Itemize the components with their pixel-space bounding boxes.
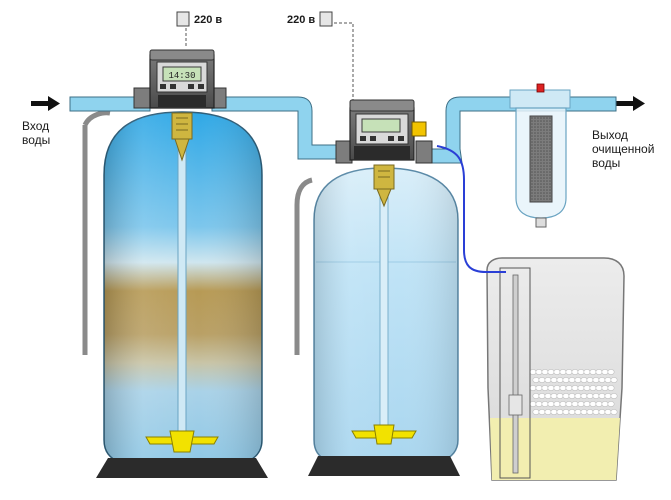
outlet-arrow-icon [616,96,645,111]
outlet-label: Выход очищенной воды [592,128,654,170]
salt-tablets [529,369,618,415]
power-label-right: 220 в [287,14,316,26]
softener-tank-2 [294,164,460,476]
filter-tank-1-top-strainer [171,112,193,162]
control-valve-2 [335,99,433,164]
inlet-label: Вход воды [22,119,50,147]
air-vent-icon [536,83,545,93]
outlet-label-line: воды [592,156,621,170]
outlet-label-line: Выход [592,128,628,142]
brine-tube [512,274,519,474]
cartridge-filter-head [509,89,571,109]
brine-well [499,267,531,479]
drain-valve-icon [535,217,547,228]
flow-arrows [31,96,645,111]
controller-1-button-icon [198,84,204,89]
power-socket-left [176,11,190,27]
control-valve-1: 14:30 [133,49,227,109]
inlet-label-line: воды [22,133,51,147]
power-cable-right [334,22,354,100]
controller-1-button-icon [170,84,176,89]
brine-tank [486,257,625,481]
filter-tank-1-distributor [145,430,219,453]
inlet-arrow-icon [31,96,60,111]
softener-tank-2-base [308,456,460,476]
controller-2-button-icon [370,136,376,141]
controller-1-button-icon [188,84,194,89]
controller-1-display [162,66,202,82]
brine-valve-icon [411,121,427,137]
filter-tank-1 [82,110,268,478]
bypass-tube-left [82,110,111,127]
inlet-label-line: Вход [22,119,50,133]
float-valve [508,394,523,416]
controller-1-display-text: 14:30 [168,71,195,81]
controller-2-button-icon [398,136,404,141]
brine-line [436,145,506,273]
cartridge-filter [509,83,571,228]
power-socket-right [319,11,333,27]
filter-tank-1-base [96,458,268,478]
bypass-tube-middle [294,177,313,355]
softener-tank-2-riser [379,169,389,433]
brine-solution [490,418,620,480]
filter-cartridge [529,115,553,203]
controller-2-display [361,118,401,133]
outlet-label-line: очищенной [592,142,655,156]
filter-tank-1-riser [177,119,187,441]
power-cables [176,11,354,100]
controller-2-button-icon [360,136,366,141]
controller-2-button-icon [388,136,394,141]
power-label-left: 220 в [194,14,223,26]
softener-tank-2-top-strainer [373,164,395,208]
softener-tank-2-distributor [351,424,417,445]
controller-1-button-icon [160,84,166,89]
